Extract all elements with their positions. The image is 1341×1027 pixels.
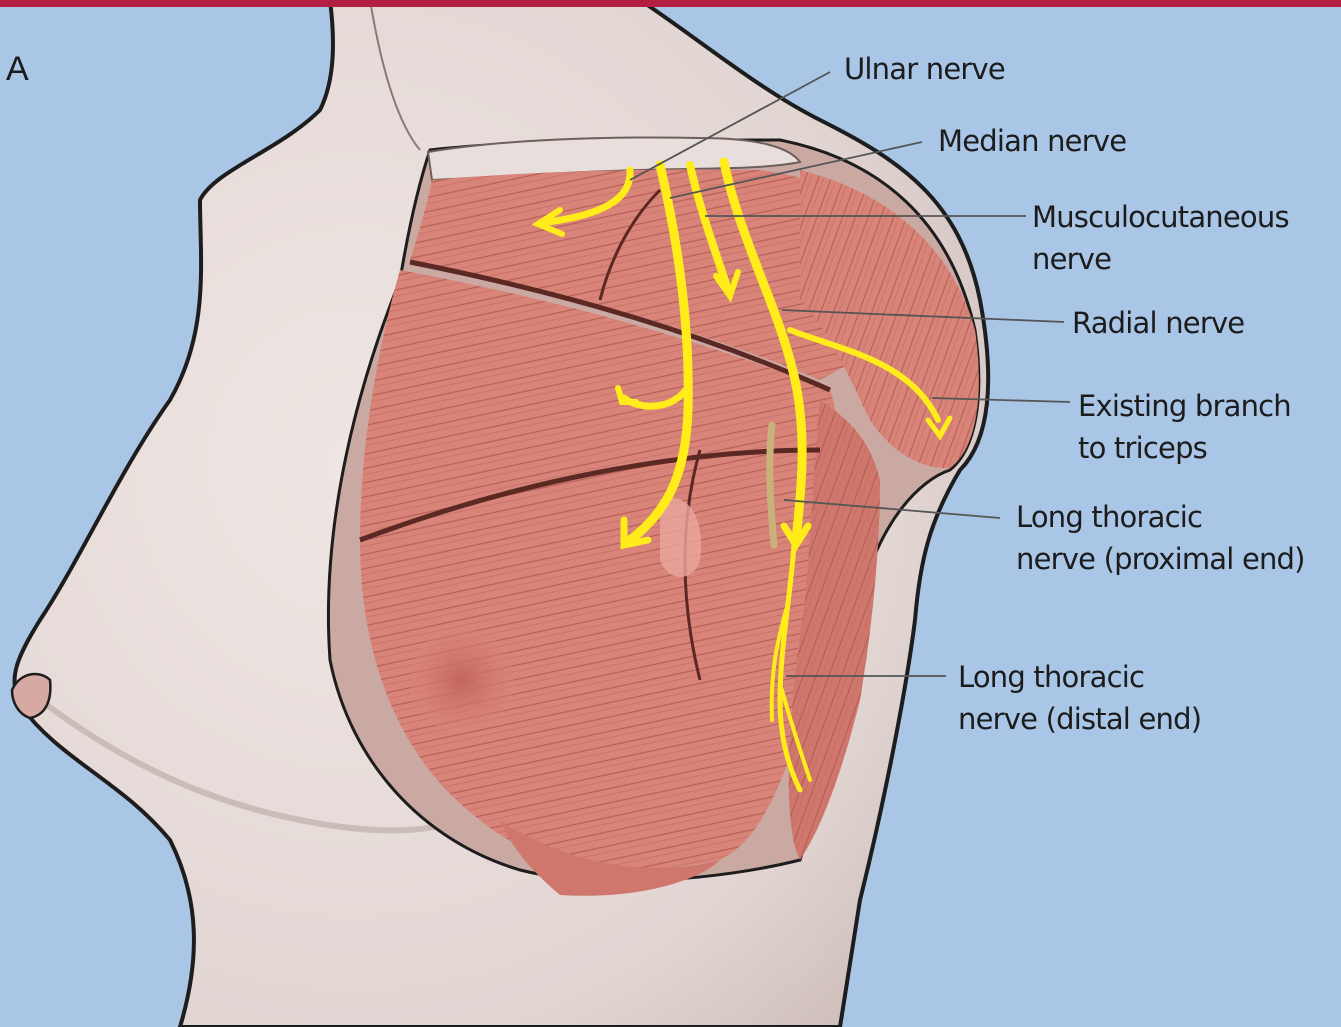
label-musculocutaneous-nerve: Musculocutaneous nerve <box>1032 196 1289 280</box>
label-ltn-proximal-line1: Long thoracic <box>1016 496 1305 538</box>
label-ltn-proximal-line2: nerve (proximal end) <box>1016 538 1305 580</box>
label-triceps-line1: Existing branch <box>1078 385 1291 427</box>
label-median-nerve: Median nerve <box>938 120 1126 162</box>
label-musculocutaneous-line1: Musculocutaneous <box>1032 196 1289 238</box>
label-triceps-branch: Existing branch to triceps <box>1078 385 1291 469</box>
panel-letter: A <box>6 50 29 89</box>
areola <box>410 628 514 732</box>
label-ltn-distal-line1: Long thoracic <box>958 656 1201 698</box>
label-ltn-distal: Long thoracic nerve (distal end) <box>958 656 1201 740</box>
label-ulnar-nerve: Ulnar nerve <box>844 48 1005 90</box>
label-ltn-distal-line2: nerve (distal end) <box>958 698 1201 740</box>
top-rule <box>0 0 1341 7</box>
label-radial-nerve: Radial nerve <box>1072 302 1244 344</box>
label-triceps-line2: to triceps <box>1078 427 1291 469</box>
label-ltn-proximal: Long thoracic nerve (proximal end) <box>1016 496 1305 580</box>
label-ulnar-text: Ulnar nerve <box>844 48 1005 90</box>
label-musculocutaneous-line2: nerve <box>1032 238 1289 280</box>
label-median-text: Median nerve <box>938 120 1126 162</box>
label-radial-text: Radial nerve <box>1072 302 1244 344</box>
ltn-proximal-end <box>770 425 774 545</box>
